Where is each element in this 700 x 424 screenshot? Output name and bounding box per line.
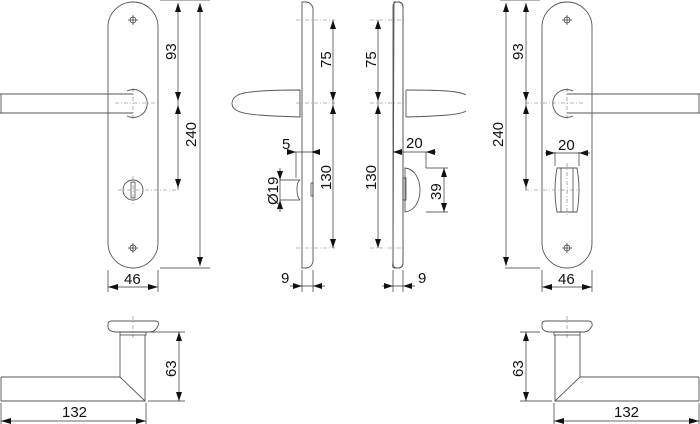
plate-side-body <box>392 1 404 269</box>
dim-thumbturn-diameter: Ø19 <box>265 177 282 205</box>
rosette-profile <box>107 320 160 333</box>
lever-arm <box>0 376 145 402</box>
rosette-outline <box>126 89 148 118</box>
rosette-profile <box>541 320 593 333</box>
rosette-outline <box>552 89 574 118</box>
dim-spindle-from-top: 93 <box>510 43 527 60</box>
dim-spindle-to-bottom: 130 <box>318 165 335 190</box>
lever-profile-lower <box>405 110 467 118</box>
dim-spindle-to-lock: 240 <box>183 122 200 147</box>
thumbturn-profile <box>296 179 301 201</box>
lever-neck <box>554 335 581 403</box>
backplate-outline <box>541 1 593 269</box>
dim-plate-width: 46 <box>124 271 141 288</box>
screw-icon <box>562 15 572 25</box>
lever-arm <box>555 376 700 402</box>
dim-top-to-spindle: 75 <box>363 51 380 68</box>
dim-lever-length: 132 <box>62 404 87 421</box>
screw-icon <box>128 243 138 253</box>
lever-profile <box>231 89 301 118</box>
turn-knob-profile <box>404 167 421 213</box>
front-view-left: 93 240 46 <box>0 0 210 292</box>
dim-spindle-from-top: 93 <box>163 43 180 60</box>
dim-thumbturn-offset: 5 <box>282 136 290 153</box>
dim-top-to-spindle: 75 <box>318 51 335 68</box>
dim-plate-thickness: 9 <box>281 270 289 287</box>
lever-arm <box>567 93 700 114</box>
dim-lever-length: 132 <box>614 404 639 421</box>
plate-side-outline <box>392 1 404 269</box>
lever-view-right: 63 132 <box>510 316 700 424</box>
turn-knob-outline <box>554 167 580 213</box>
screw-icon <box>562 243 572 253</box>
dim-plate-thickness: 9 <box>418 270 426 287</box>
dim-plate-height: 240 <box>490 122 507 147</box>
dim-lever-projection: 63 <box>510 360 527 377</box>
front-view-right: 20 93 240 46 <box>490 0 700 292</box>
plate-side-outline <box>301 1 314 269</box>
lever-view-left: 63 132 <box>0 316 185 424</box>
dim-turn-height: 39 <box>428 183 445 200</box>
lever-arm <box>0 93 133 114</box>
dim-lever-projection: 63 <box>163 360 180 377</box>
dim-spindle-to-bottom: 130 <box>363 165 380 190</box>
lever-neck <box>119 335 146 403</box>
lever-profile <box>405 89 467 96</box>
side-view-right: 75 130 20 39 9 <box>363 1 467 292</box>
dim-plate-width: 46 <box>558 271 575 288</box>
side-view-left: 75 130 5 Ø19 9 <box>231 1 336 292</box>
dim-turn-projection: 20 <box>406 135 423 152</box>
backplate-outline <box>107 1 159 269</box>
dim-turn-width: 20 <box>558 137 575 154</box>
screw-icon <box>128 15 138 25</box>
